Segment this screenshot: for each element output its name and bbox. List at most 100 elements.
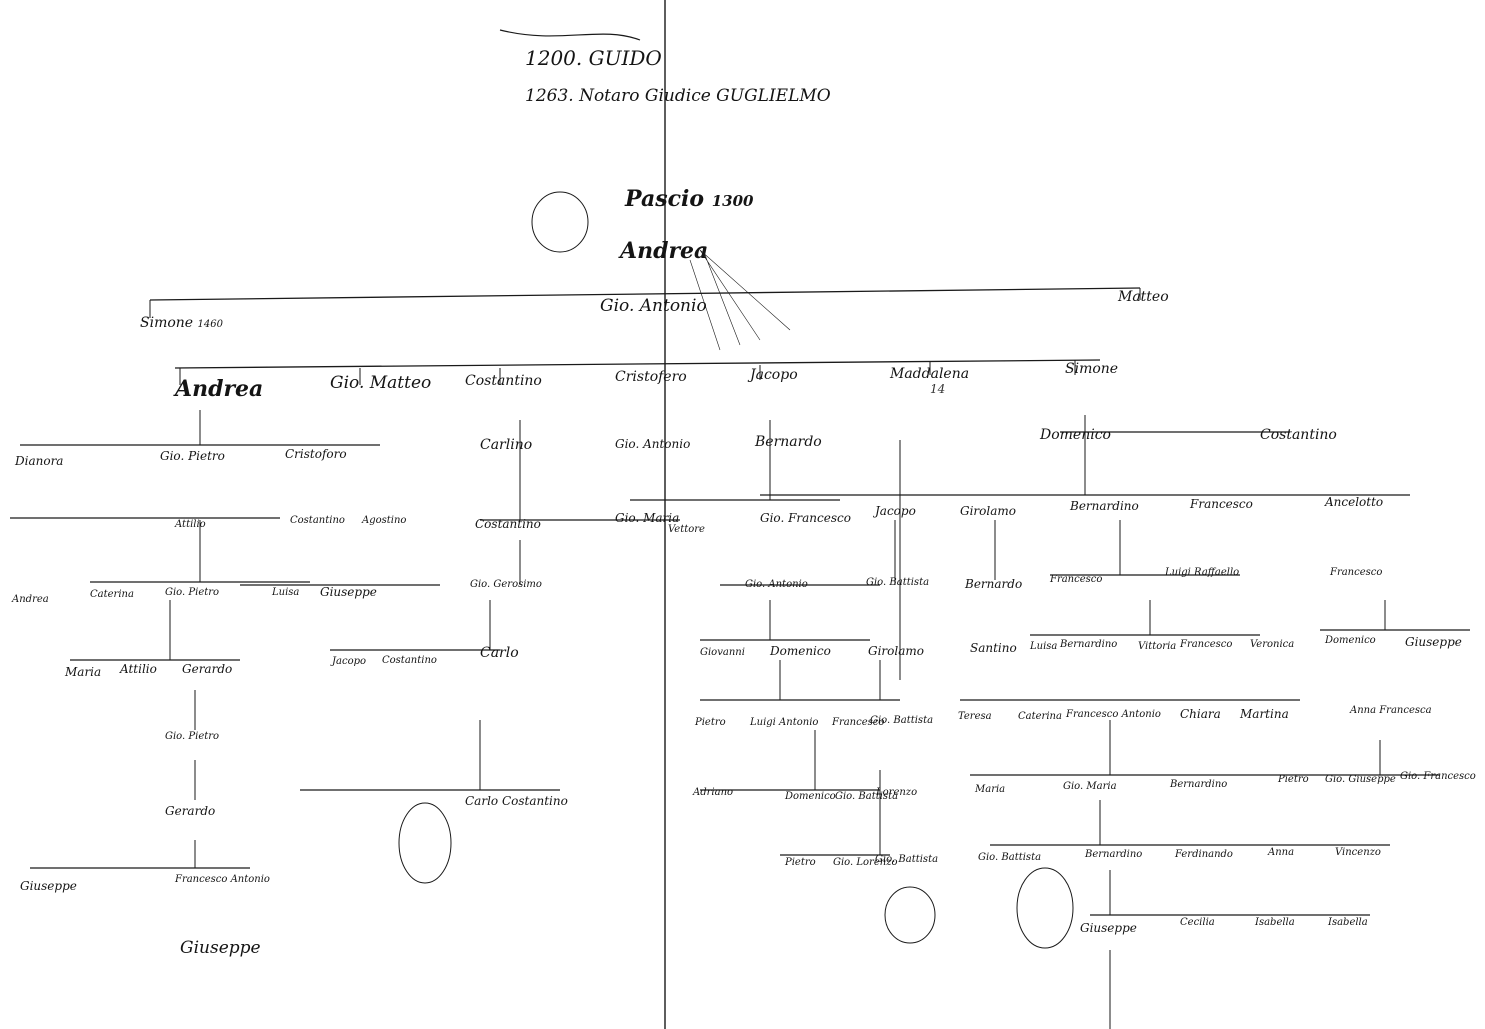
person-gio-battista-1: Gio. Battista xyxy=(866,577,930,588)
person-gio-battista-2: Gio. Battista xyxy=(870,715,934,726)
person-gio-matteo: Gio. Matteo xyxy=(330,373,432,393)
person-luigi-raffaello: Luigi Raffaello xyxy=(1165,567,1240,578)
person-gerardo-2: Gerardo xyxy=(165,804,216,818)
person-veronica: Veronica xyxy=(1250,639,1295,650)
person-giuseppe-5: Giuseppe xyxy=(1080,921,1137,935)
person-costantino-5: Costantino xyxy=(382,655,437,666)
person-bernardino-1: Bernardino xyxy=(1070,499,1139,513)
person-adriano: Adriano xyxy=(693,787,734,798)
person-andrea-1: Andrea xyxy=(620,238,709,264)
person-gio-maria-2: Gio. Maria xyxy=(1063,781,1117,792)
person-carlo-costantino: Carlo Costantino xyxy=(465,794,568,808)
crest-outline xyxy=(531,191,589,253)
person-pietro: Pietro xyxy=(695,717,726,728)
person-domenico-4: Domenico xyxy=(785,791,836,802)
person-gio-francesco-2: Gio. Francesco xyxy=(1400,771,1476,782)
person-chiara: Chiara xyxy=(1180,707,1221,721)
person-jacopo-2: Jacopo xyxy=(875,504,916,518)
person-francesco-4: Francesco xyxy=(1180,639,1233,650)
bar-g1 xyxy=(149,287,1141,301)
person-gio-pietro-3: Gio. Pietro xyxy=(165,731,220,742)
person-agostino: Agostino xyxy=(362,515,407,526)
person-cristofero: Cristofero xyxy=(615,369,687,385)
person-teresa: Teresa xyxy=(958,711,992,722)
person-ferdinando: Ferdinando xyxy=(1175,849,1233,860)
person-gio-francesco-1: Gio. Francesco xyxy=(760,511,851,525)
crest-outline xyxy=(398,802,452,884)
person-gerardo-1: Gerardo xyxy=(182,662,233,676)
person-jacopo: Jacopo xyxy=(750,367,798,383)
person-vettore: Vettore xyxy=(668,524,705,535)
header-line-1: 1200. GUIDO xyxy=(525,46,662,70)
person-bernardo-2: Bernardo xyxy=(965,577,1023,591)
person-domenico-2: Domenico xyxy=(770,644,831,658)
bar-g2 xyxy=(174,359,1101,369)
person-luisa: Luisa xyxy=(272,587,300,598)
person-francesco-antonio-2: Francesco Antonio xyxy=(1066,709,1161,720)
person-gio-lorenzo: Gio. Lorenzo xyxy=(833,857,898,868)
person-gio-battista-3: Gio. Battista xyxy=(835,791,899,802)
header-line-2: 1263. Notaro Giudice GUGLIELMO xyxy=(525,86,831,106)
person-luigi-antonio: Luigi Antonio xyxy=(750,717,819,728)
person-cecilia: Cecilia xyxy=(1180,917,1215,928)
person-isabella-1: Isabella xyxy=(1255,917,1295,928)
person-note: 1460 xyxy=(197,319,223,330)
person-giuseppe-2: Giuseppe xyxy=(1405,635,1462,649)
person-luisa-2: Luisa xyxy=(1030,641,1058,652)
person-name: Simone xyxy=(140,315,194,331)
person-pietro-2: Pietro xyxy=(1278,774,1309,785)
person-girolamo: Girolamo xyxy=(960,504,1016,518)
person-andrea-3: Andrea xyxy=(12,594,49,605)
person-carlino: Carlino xyxy=(480,437,533,453)
fan-lines xyxy=(689,249,791,351)
person-giovanni: Giovanni xyxy=(700,647,745,658)
person-costantino-3: Costantino xyxy=(290,515,345,526)
person-giuseppe-4: Giuseppe xyxy=(180,938,261,958)
person-francesco-2: Francesco xyxy=(1050,574,1103,585)
person-maria-2: Maria xyxy=(975,784,1006,795)
person-gio-antonio-3: Gio. Antonio xyxy=(745,579,808,590)
person-pascio: Pascio 1300 xyxy=(625,186,754,212)
person-bernardino-4: Bernardino xyxy=(1085,849,1143,860)
person-vittoria: Vittoria xyxy=(1138,641,1177,652)
person-simone-2: Simone xyxy=(1065,361,1119,377)
person-simone-1: Simone 1460 xyxy=(140,316,223,331)
person-gio-giuseppe: Gio. Giuseppe xyxy=(1325,774,1396,785)
person-santino: Santino xyxy=(970,641,1017,655)
person-dianora: Dianora xyxy=(15,454,64,468)
crest-outline xyxy=(884,886,936,944)
person-isabella-2: Isabella xyxy=(1328,917,1368,928)
person-gio-pietro-2: Gio. Pietro xyxy=(165,587,220,598)
person-costantino-4: Costantino xyxy=(475,517,541,531)
person-giuseppe-1: Giuseppe xyxy=(320,585,377,599)
person-domenico-3: Domenico xyxy=(1325,635,1376,646)
person-lorenzo: Lorenzo xyxy=(876,787,918,798)
person-girolamo-2: Girolamo xyxy=(868,644,924,658)
person-bernardino-3: Bernardino xyxy=(1170,779,1228,790)
person-name: Maddalena xyxy=(890,366,970,382)
person-francesco-1: Francesco xyxy=(1190,497,1253,511)
person-martina: Martina xyxy=(1240,707,1289,721)
person-anna-francesca: Anna Francesca xyxy=(1350,705,1432,716)
person-caterina-2: Caterina xyxy=(1018,711,1062,722)
person-costantino-2: Costantino xyxy=(1260,427,1337,443)
person-caterina: Caterina xyxy=(90,589,134,600)
person-vincenzo: Vincenzo xyxy=(1335,847,1381,858)
crest-outline xyxy=(1016,867,1074,949)
person-matteo-1: Matteo xyxy=(1118,289,1169,305)
person-name: Pascio xyxy=(625,186,705,212)
person-note: 1300 xyxy=(711,192,754,210)
person-bernardo-1: Bernardo xyxy=(755,434,822,450)
person-gio-pietro-1: Gio. Pietro xyxy=(160,449,225,463)
person-gio-gerosimo: Gio. Gerosimo xyxy=(470,579,542,590)
person-francesco-antonio: Francesco Antonio xyxy=(175,874,270,885)
person-francesco-3: Francesco xyxy=(1330,567,1383,578)
person-costantino-1: Costantino xyxy=(465,373,542,389)
person-maria-1: Maria xyxy=(65,665,102,679)
person-ancelotto: Ancelotto xyxy=(1325,495,1384,509)
person-maddalena: Maddalena 14 xyxy=(890,367,969,395)
person-gio-battista-4: Gio. Battista xyxy=(875,854,939,865)
person-gio-battista-5: Gio. Battista xyxy=(978,852,1042,863)
